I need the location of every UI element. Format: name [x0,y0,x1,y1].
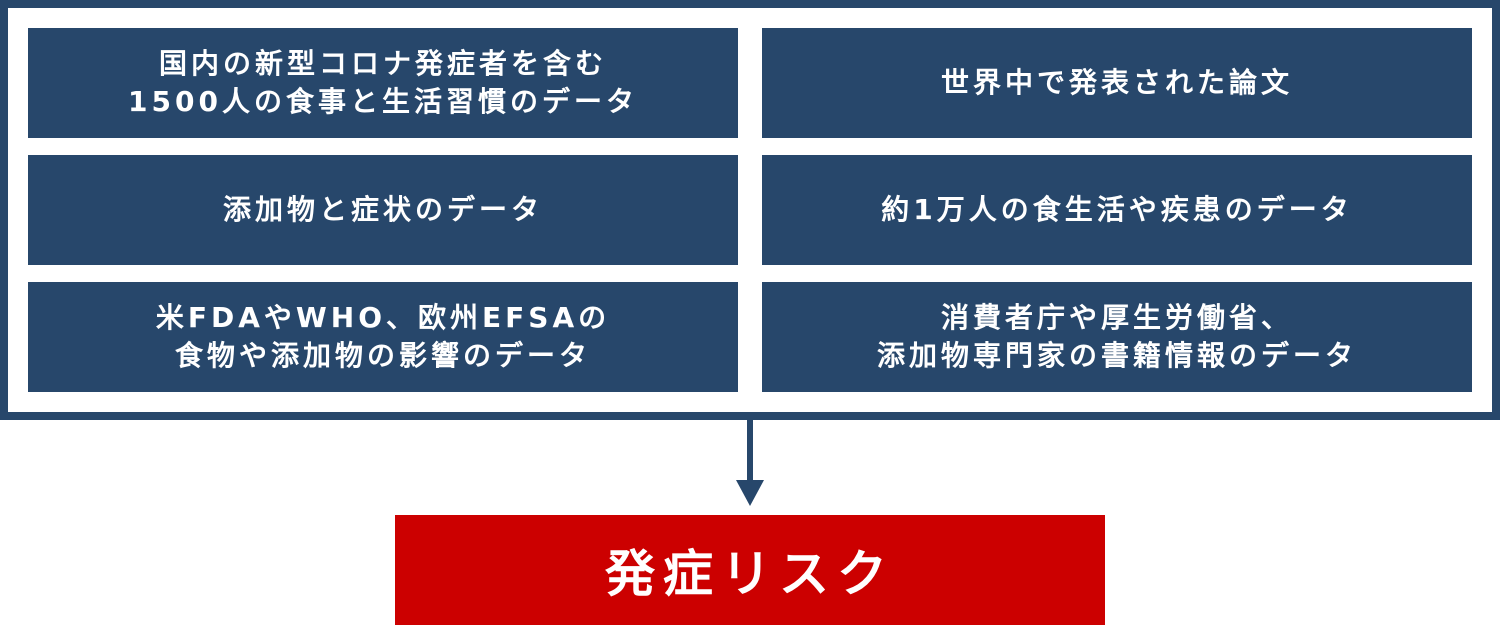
source-text: 国内の新型コロナ発症者を含む [158,47,607,80]
source-box-papers: 世界中で発表された論文 [762,28,1472,138]
source-box-diet-disease: 約1万人の食生活や疾患のデータ [762,155,1472,265]
source-text: 1500人の食事と生活習慣のデータ [128,85,638,118]
result-label: 発症リスク [605,545,895,603]
source-text: 添加物と症状のデータ [222,193,543,226]
source-box-additives-symptoms: 添加物と症状のデータ [28,155,738,265]
source-text: 消費者庁や厚生労働省、 [940,301,1293,334]
source-box-agencies-books: 消費者庁や厚生労働省、 添加物専門家の書籍情報のデータ [762,282,1472,392]
source-box-fda-who-efsa: 米FDAやWHO、欧州EFSAの 食物や添加物の影響のデータ [28,282,738,392]
source-text: 世界中で発表された論文 [940,66,1293,99]
source-text: 米FDAやWHO、欧州EFSAの [155,301,611,334]
data-sources-grid: 国内の新型コロナ発症者を含む 1500人の食事と生活習慣のデータ 世界中で発表さ… [28,28,1472,392]
source-box-covid-patients: 国内の新型コロナ発症者を含む 1500人の食事と生活習慣のデータ [28,28,738,138]
arrow-shaft [747,420,753,482]
source-text: 約1万人の食生活や疾患のデータ [881,193,1353,226]
arrow-down-icon [736,480,764,506]
source-text: 食物や添加物の影響のデータ [174,339,591,372]
result-box-onset-risk: 発症リスク [395,515,1105,625]
source-text: 添加物専門家の書籍情報のデータ [876,339,1357,372]
data-sources-frame: 国内の新型コロナ発症者を含む 1500人の食事と生活習慣のデータ 世界中で発表さ… [0,0,1500,420]
